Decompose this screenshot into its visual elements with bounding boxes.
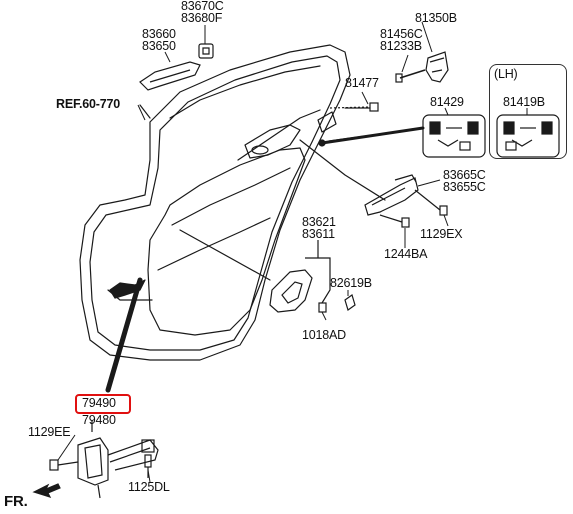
latch-part [395,51,449,83]
label-1125dl: 1125DL [128,480,170,494]
lh-variant-box [489,64,567,159]
label-79490: 79490 [82,396,116,410]
screw-81477 [329,102,379,112]
label-83670c: 83670C [181,0,224,13]
door-inner-frame [89,55,341,351]
label-83665c: 83665C [443,168,486,182]
label-ref-60-770: REF.60-770 [56,97,121,111]
label-83611: 83611 [302,227,335,241]
door-trim-panel [147,147,306,336]
label-83680f: 83680F [181,11,223,25]
label-81429: 81429 [430,95,464,109]
label-82619b: 82619B [330,276,372,290]
outside-handle-part [139,43,214,91]
lock-switch-part [422,114,486,158]
label-1244ba: 1244BA [384,247,428,261]
lh-lock-switch-part [496,114,560,158]
handle-bracket-part [364,174,448,228]
label-lh: (LH) [494,67,518,81]
highlight-79490 [75,394,131,414]
label-81456c: 81456C [380,27,423,41]
label-79480: 79480 [82,413,116,427]
label-1129ex: 1129EX [420,227,463,241]
front-direction-arrow [32,483,61,498]
label-fr: FR. [4,493,28,510]
door-check-part [49,420,159,499]
door-outer-frame [79,44,351,361]
label-1129ee: 1129EE [28,425,71,439]
inside-handle-part [269,240,356,313]
label-83650: 83650 [142,39,176,53]
label-81233b: 81233B [380,39,422,53]
label-83655c: 83655C [443,180,486,194]
label-81350b: 81350B [415,11,457,25]
label-81477: 81477 [345,76,379,90]
label-83660: 83660 [142,27,176,41]
label-1018ad: 1018AD [302,328,346,342]
label-83621: 83621 [302,215,336,229]
label-81419b: 81419B [503,95,545,109]
